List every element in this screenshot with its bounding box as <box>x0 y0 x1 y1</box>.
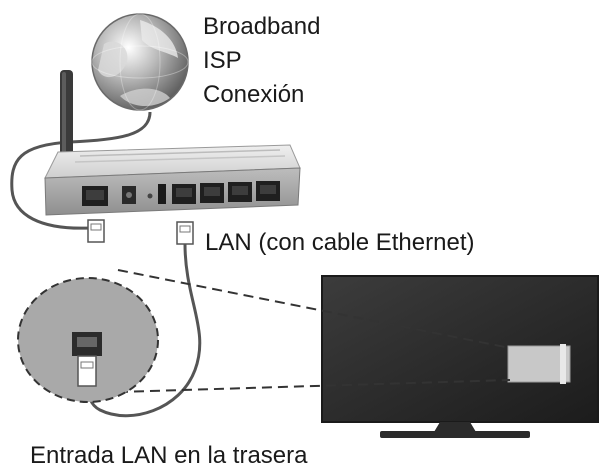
isp-label-line3: Conexión <box>203 81 305 108</box>
lan-plug-icon <box>176 221 194 245</box>
ethernet-port-icon <box>72 332 102 356</box>
zoom-line-top <box>117 269 511 349</box>
isp-connection-label: Broadband ISP Conexión <box>203 10 320 112</box>
isp-label-line2: ISP <box>203 47 242 74</box>
globe-icon <box>91 13 189 111</box>
router-icon <box>44 144 301 216</box>
isp-cable <box>10 111 152 230</box>
zoom-detail-circle <box>17 277 159 403</box>
zoom-line-bottom <box>117 379 511 393</box>
tv-icon <box>321 275 599 438</box>
lan-cable-label: LAN (con cable Ethernet) <box>205 229 475 256</box>
ethernet-plug-icon <box>87 219 105 243</box>
lan-cable <box>86 243 202 418</box>
tv-lan-input-label: Entrada LAN en la trasera <box>30 442 308 469</box>
isp-label-line1: Broadband <box>203 13 321 40</box>
